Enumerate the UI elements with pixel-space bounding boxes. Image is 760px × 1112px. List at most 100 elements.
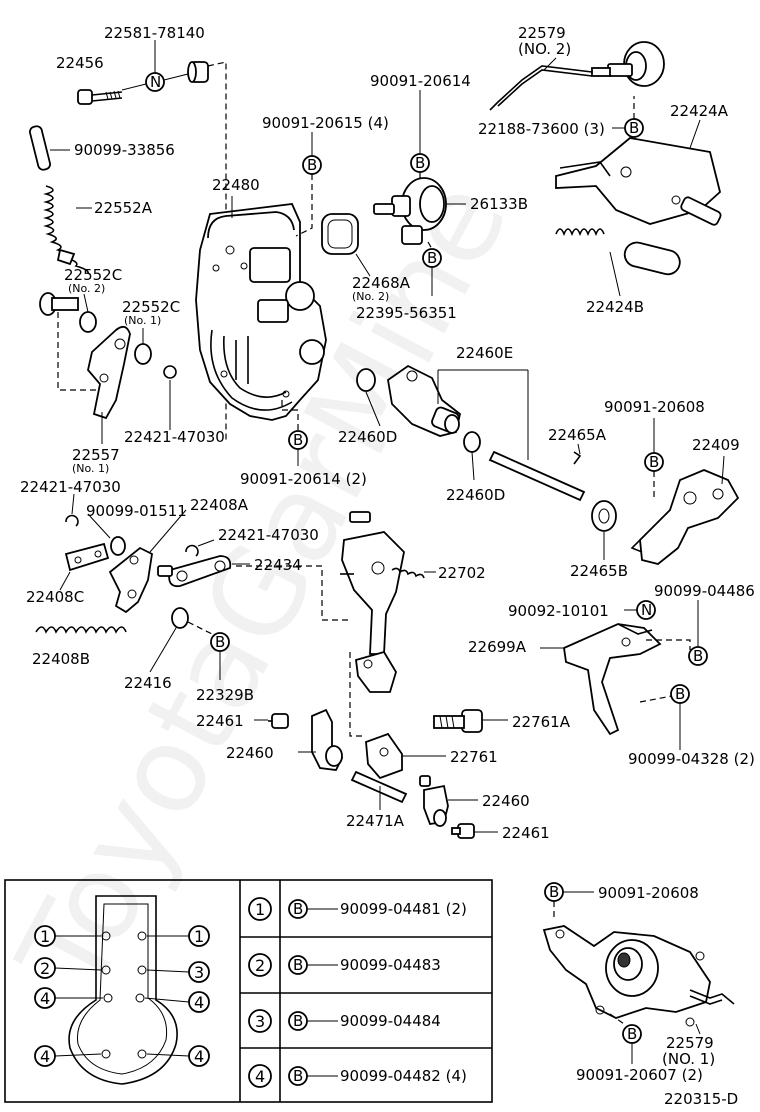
gasket-outline <box>68 895 178 1085</box>
actuator-22579-no2 <box>489 41 665 111</box>
label-22460D-left: 22460D <box>338 428 397 446</box>
symbol-n-10101-letter: N <box>641 601 652 619</box>
diagram-id: 220315-D <box>664 1090 738 1108</box>
legend-sym-4-left-a-num: 4 <box>40 989 50 1008</box>
legend-row-2-num: 2 <box>255 956 265 975</box>
control-lever-22702 <box>340 511 425 693</box>
label-90092-10101: 90092-10101 <box>508 602 609 620</box>
symbol-b-73600-letter: B <box>629 119 639 137</box>
lever-22460-left <box>311 708 344 771</box>
washer-22460D-right <box>463 431 481 453</box>
label-22460E: 22460E <box>456 344 513 362</box>
bracket-22699A <box>563 623 662 736</box>
label-22408C: 22408C <box>26 588 84 606</box>
symbol-b-20608-letter: B <box>649 453 659 471</box>
label-22699A: 22699A <box>468 638 527 656</box>
bolt-22461-lower <box>451 823 475 839</box>
label-90099-33856: 90099-33856 <box>74 141 175 159</box>
legend-row-4-part: 90099-04482 (4) <box>340 1067 467 1085</box>
legend-box <box>4 879 493 1103</box>
legend-row-1-sym: B <box>293 900 303 918</box>
legend-row-2-sym: B <box>293 956 303 974</box>
label-90091-20614-2: 90091-20614 (2) <box>240 470 367 488</box>
label-90091-20614: 90091-20614 <box>370 72 471 90</box>
legend-sym-3-right-num: 3 <box>194 963 204 982</box>
label-90091-20607: 90091-20607 (2) <box>576 1066 703 1084</box>
clip-22421-47030 <box>163 365 177 379</box>
collar-22581-78140 <box>187 61 209 83</box>
symbol-b-20615-letter: B <box>307 156 317 174</box>
label-22460D-right: 22460D <box>446 486 505 504</box>
label-22408A: 22408A <box>190 496 249 514</box>
label-90099-01511: 90099-01511 <box>86 502 187 520</box>
legend-sym-2-left-num: 2 <box>40 959 50 978</box>
label-90091-20615: 90091-20615 (4) <box>262 114 389 132</box>
label-22579-no1-note: (NO. 1) <box>662 1050 715 1068</box>
bolt-22456 <box>77 89 123 105</box>
legend-row-4-num: 4 <box>255 1067 265 1086</box>
label-22188-73600: 22188-73600 (3) <box>478 120 605 138</box>
label-22409: 22409 <box>692 436 740 454</box>
label-22460-right: 22460 <box>482 792 530 810</box>
label-22761A: 22761A <box>512 713 571 731</box>
lever-22557 <box>87 325 131 420</box>
washer-22552C-no1 <box>134 343 152 365</box>
legend-sym-1-right-num: 1 <box>194 927 204 946</box>
label-90099-04486: 90099-04486 <box>654 582 755 600</box>
legend-row-4-sym: B <box>293 1067 303 1085</box>
label-22465A: 22465A <box>548 426 607 444</box>
actuator-26133B <box>373 177 466 245</box>
symbol-b-20614-2-letter: B <box>293 431 303 449</box>
label-22421-47030-a: 22421-47030 <box>124 428 225 446</box>
legend-row-1-num: 1 <box>255 900 265 919</box>
lever-22409 <box>630 469 740 565</box>
label-22761: 22761 <box>450 748 498 766</box>
label-22465B: 22465B <box>570 562 628 580</box>
label-22702: 22702 <box>438 564 486 582</box>
bolt-22761A <box>433 709 483 733</box>
bolt-22552C-no2 <box>39 292 79 316</box>
symbol-b-20607-letter: B <box>627 1025 637 1043</box>
legend-row-3-num: 3 <box>255 1012 265 1031</box>
label-90091-20608-bottom: 90091-20608 <box>598 884 699 902</box>
bolt-22461-upper <box>268 713 289 729</box>
label-22557: 22557 <box>72 446 120 464</box>
pin-90099-33856 <box>29 125 51 171</box>
label-22471A: 22471A <box>346 812 405 830</box>
label-22557-note: (No. 1) <box>72 462 109 475</box>
legend-row-3-sym: B <box>293 1012 303 1030</box>
lever-assembly-22460E <box>387 364 462 437</box>
legend-row-3-part: 90099-04484 <box>340 1012 441 1030</box>
legend-row-1-part: 90099-04481 (2) <box>340 900 467 918</box>
symbol-b-04328-letter: B <box>675 685 685 703</box>
label-90099-04328: 90099-04328 (2) <box>628 750 755 768</box>
label-22579-no2-note: (NO. 2) <box>518 40 571 58</box>
label-22456: 22456 <box>56 54 104 72</box>
label-22461-lower: 22461 <box>502 824 550 842</box>
legend-sym-4-right-b-num: 4 <box>194 1047 204 1066</box>
legend-sym-1-left-num: 1 <box>40 927 50 946</box>
spring-22552A <box>43 185 90 275</box>
washer-90099-01511 <box>110 536 126 556</box>
symbol-n-top-letter: N <box>150 73 161 91</box>
label-22424A: 22424A <box>670 102 729 120</box>
label-22579-no1: 22579 <box>666 1034 714 1052</box>
shaft-22465A <box>488 450 586 502</box>
label-22424B: 22424B <box>586 298 644 316</box>
label-22552C-no2-note: (No. 2) <box>68 282 105 295</box>
symbol-b-20614-letter: B <box>415 154 425 172</box>
label-22434: 22434 <box>254 556 302 574</box>
label-22579-no2: 22579 <box>518 24 566 42</box>
link-22434 <box>157 555 232 588</box>
bracket-22424A <box>555 137 722 226</box>
washer-22552C <box>79 311 97 333</box>
bushing-22465B <box>591 500 617 532</box>
legend-sym-4-left-b-num: 4 <box>40 1047 50 1066</box>
label-90091-20608: 90091-20608 <box>604 398 705 416</box>
plate-22408C <box>64 542 110 572</box>
spring-22424B <box>555 228 681 276</box>
label-22552A: 22552A <box>94 199 153 217</box>
legend-sym-4-right-a-num: 4 <box>194 993 204 1012</box>
clip-22465A <box>573 451 582 465</box>
